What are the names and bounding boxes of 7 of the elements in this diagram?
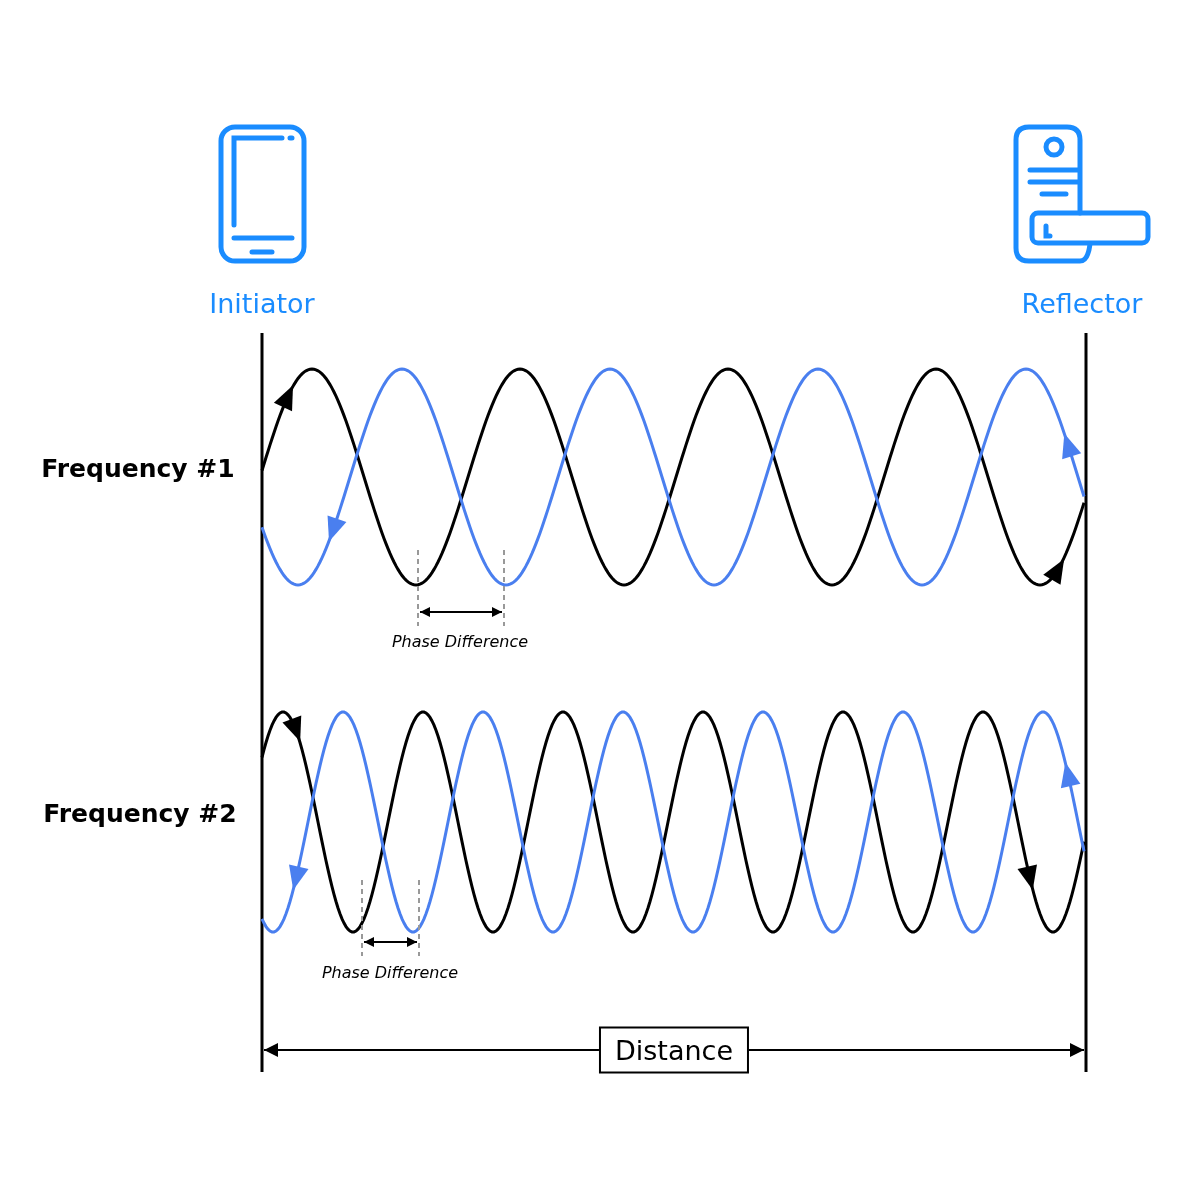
device-label: Initiator [209,287,315,319]
device-label: Reflector [1021,287,1143,319]
measurement-label: Distance [598,1026,750,1074]
row-label: Phase Difference [321,962,459,982]
row-label: Frequency #1 [41,453,235,483]
row-label: Frequency #2 [43,798,237,828]
annotation-text: Phase Difference [391,631,529,651]
